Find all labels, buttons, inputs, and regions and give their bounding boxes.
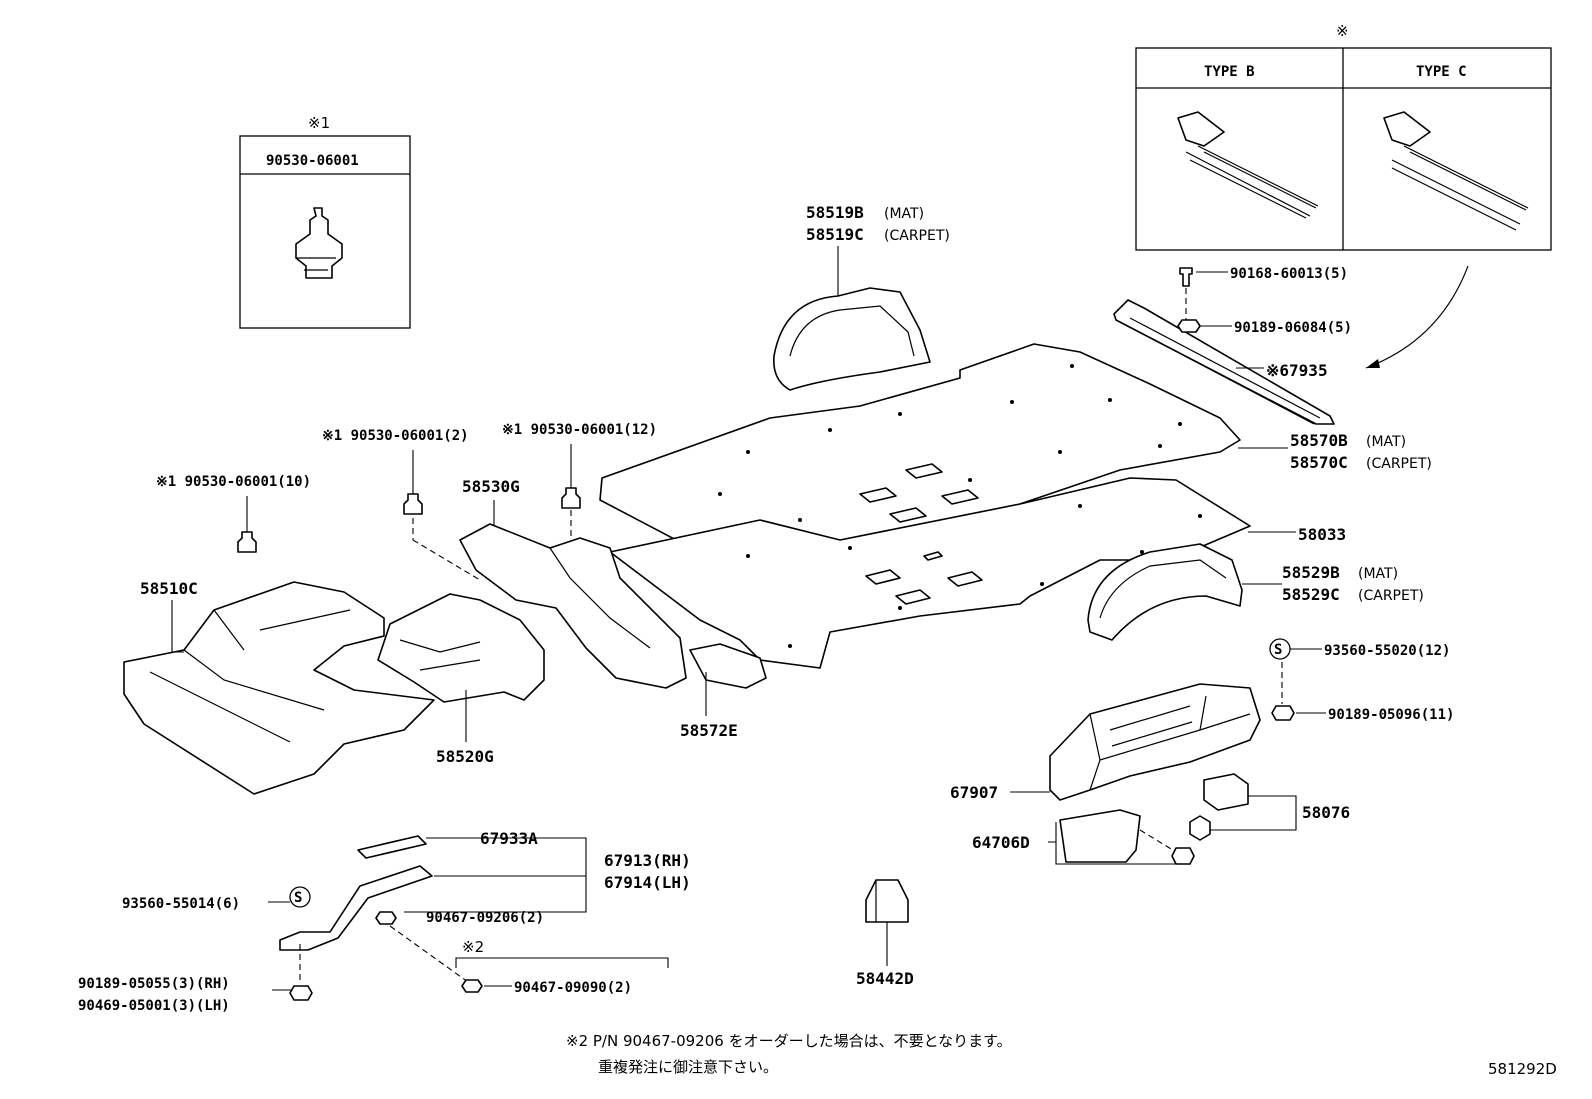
label-67933a: 67933A	[480, 829, 538, 848]
nut-90189-06084	[1177, 319, 1201, 333]
footnote-line-1: ※2 P/N 90467-09206 をオーダーした場合は、不要となります。	[566, 1032, 1012, 1050]
clip-inset: ※1 90530-06001	[239, 114, 411, 329]
label-58570c: 58570C	[1290, 453, 1348, 472]
label-58519c: 58519C	[806, 225, 864, 244]
plate-64706d	[1059, 809, 1141, 863]
label-58510c: 58510C	[140, 579, 198, 598]
pad-67933a	[357, 835, 427, 859]
svg-text:S: S	[1274, 642, 1282, 658]
box-67907	[1049, 683, 1261, 801]
label-58570b: 58570B	[1290, 431, 1348, 450]
type-c-drawing	[1383, 111, 1529, 231]
push-clip-drawing	[295, 207, 343, 279]
center-mat-58520g	[377, 593, 545, 703]
label-90469-05001: 90469-05001(3)(LH)	[78, 998, 230, 1014]
drawing-id: 581292D	[1488, 1060, 1557, 1078]
label-90168-60013: 90168-60013(5)	[1230, 266, 1348, 282]
type-b-label: TYPE B	[1204, 64, 1255, 80]
type-c-label: TYPE C	[1416, 64, 1467, 80]
label-58520g: 58520G	[436, 747, 494, 766]
clip-12-drawing	[561, 487, 581, 509]
label-67935: ※67935	[1266, 361, 1328, 380]
type-b-drawing	[1177, 111, 1319, 219]
label-58529b: 58529B	[1282, 563, 1340, 582]
label-58530g: 58530G	[462, 477, 520, 496]
label-58033: 58033	[1298, 525, 1346, 544]
svg-text:(CARPET): (CARPET)	[1366, 456, 1432, 472]
tunnel-mat-58530g	[459, 523, 687, 689]
label-58572e: 58572E	[680, 721, 738, 740]
svg-text:(CARPET): (CARPET)	[1358, 588, 1424, 604]
clip-90467-09090	[461, 979, 483, 993]
label-clip-10: ※1 90530-06001(10)	[156, 474, 311, 490]
label-67913: 67913(RH)	[604, 851, 691, 870]
label-58519b: 58519B	[806, 203, 864, 222]
wheel-house-cover-58529	[1087, 543, 1243, 641]
svg-text:(CARPET): (CARPET)	[884, 228, 950, 244]
label-90467-09090: 90467-09090(2)	[514, 980, 632, 996]
label-67914: 67914(LH)	[604, 873, 691, 892]
svg-text:S: S	[294, 890, 302, 906]
nut-90189-05096	[1271, 705, 1295, 721]
svg-text:(MAT): (MAT)	[884, 206, 924, 222]
clip-2-drawing	[403, 493, 423, 515]
label-58529c: 58529C	[1282, 585, 1340, 604]
wheel-house-cover-rear	[773, 287, 931, 391]
label-clip-12: ※1 90530-06001(12)	[502, 422, 657, 438]
block-58442d	[865, 879, 909, 923]
nut-90189-05055	[289, 985, 313, 1001]
front-floor-mat-58510c	[123, 581, 435, 795]
bracket-67913	[279, 865, 433, 951]
label-93560-55014: 93560-55014(6)	[122, 896, 240, 912]
clip-inset-marker: ※1	[308, 114, 330, 132]
type-inset-marker: ※	[1336, 22, 1349, 40]
cap-58076	[1189, 773, 1249, 841]
label-58076: 58076	[1302, 803, 1350, 822]
clip-10-drawing	[237, 531, 257, 553]
footnote-line-2: 重複発注に御注意下さい。	[598, 1058, 778, 1076]
svg-text:(MAT): (MAT)	[1366, 434, 1406, 450]
clip-inset-part-number: 90530-06001	[266, 153, 359, 169]
floor-sheet-58033	[609, 477, 1251, 669]
label-clip-2: ※1 90530-06001(2)	[322, 428, 469, 444]
screw-90168	[1179, 267, 1193, 287]
label-90189-05096: 90189-05096(11)	[1328, 707, 1454, 723]
label-93560-55020: 93560-55020(12)	[1324, 643, 1450, 659]
label-64706d: 64706D	[972, 833, 1030, 852]
label-67907: 67907	[950, 783, 998, 802]
type-inset: ※ TYPE B TYPE C	[1135, 22, 1552, 251]
label-58442d: 58442D	[856, 969, 914, 988]
s-symbol-55020: S	[1269, 638, 1291, 660]
label-90467-09206: 90467-09206(2)	[426, 910, 544, 926]
note2-marker: ※2	[462, 938, 484, 956]
clip-64706d	[1171, 847, 1195, 865]
label-90189-06084: 90189-06084(5)	[1234, 320, 1352, 336]
label-90189-05055: 90189-05055(3)(RH)	[78, 976, 230, 992]
side-rail-67935	[1113, 299, 1335, 425]
s-symbol-55014: S	[289, 886, 311, 908]
bolt-90467-09206	[375, 911, 397, 925]
type-inset-arrow	[1365, 265, 1469, 369]
svg-text:(MAT): (MAT)	[1358, 566, 1398, 582]
